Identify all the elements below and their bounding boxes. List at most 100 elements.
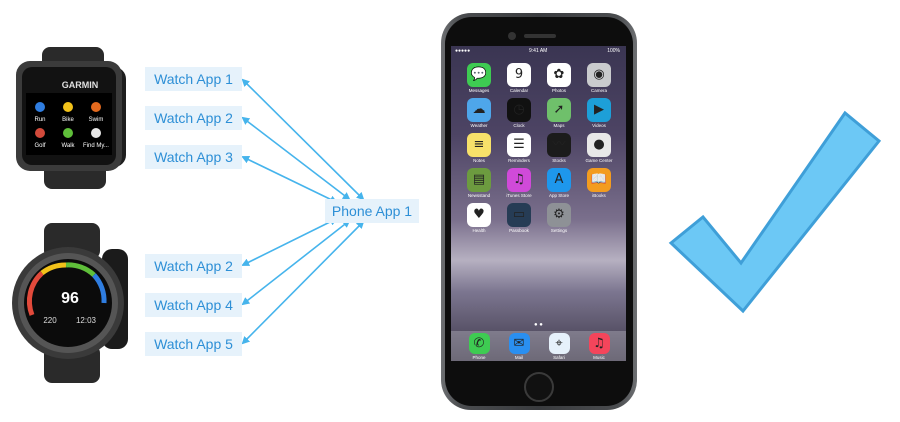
settings-icon: ⚙ xyxy=(547,203,571,227)
app-music[interactable]: ♫Music xyxy=(579,333,619,360)
app-label: Stocks xyxy=(552,158,566,163)
app-label: Mail xyxy=(514,355,524,360)
app-maps[interactable]: ➚Maps xyxy=(539,98,579,128)
app-label: Calendar xyxy=(509,88,529,93)
app-label: iTunes Store xyxy=(506,193,532,198)
app-store-icon: A xyxy=(547,168,571,192)
watch-heart-value: 96 xyxy=(61,290,79,307)
check-mark-icon xyxy=(668,110,882,314)
watch-app-1-label: Watch App 1 xyxy=(145,67,242,91)
app-messages[interactable]: 💬Messages xyxy=(459,63,499,93)
newsstand-icon: ▤ xyxy=(467,168,491,192)
status-battery: 100% xyxy=(607,48,620,54)
app-phone[interactable]: ✆Phone xyxy=(459,333,499,360)
app-label: App Store xyxy=(548,193,569,198)
app-label: Game Center xyxy=(585,158,613,163)
reminders-icon: ☰ xyxy=(507,133,531,157)
watch-app-3-label: Watch App 3 xyxy=(145,145,242,169)
app-game-center[interactable]: ●Game Center xyxy=(579,133,619,163)
app-label: Reminders xyxy=(508,158,530,163)
itunes-icon: ♫ xyxy=(507,168,531,192)
app-stocks[interactable]: 〰Stocks xyxy=(539,133,579,163)
home-button[interactable] xyxy=(524,372,554,402)
app-weather[interactable]: ☁Weather xyxy=(459,98,499,128)
app-label: Safari xyxy=(553,355,565,360)
app-camera[interactable]: ◉Camera xyxy=(579,63,619,93)
watch-left-value: 220 xyxy=(43,316,57,325)
arrow-watch-app-3 xyxy=(241,156,338,203)
arrow-watch-app-4 xyxy=(241,219,351,306)
status-carrier: ●●●●● xyxy=(455,48,471,54)
status-bar: ●●●●● 9:41 AM 100% xyxy=(451,46,626,56)
fenix-watch-bottom: 96 220 12:03 xyxy=(12,223,128,383)
clock-icon: ◷ xyxy=(507,98,531,122)
app-notes[interactable]: ≡Notes xyxy=(459,133,499,163)
app-label: Notes xyxy=(473,158,485,163)
app-settings[interactable]: ⚙Settings xyxy=(539,203,579,233)
watch-app-2-bottom-label: Watch App 2 xyxy=(145,254,242,278)
app-clock[interactable]: ◷Clock xyxy=(499,98,539,128)
app-videos[interactable]: ▶Videos xyxy=(579,98,619,128)
watch-app-5-label: Watch App 5 xyxy=(145,332,242,356)
app-newsstand[interactable]: ▤Newsstand xyxy=(459,168,499,198)
mail-icon: ✉ xyxy=(508,333,530,354)
safari-icon: ⌖ xyxy=(548,333,570,354)
app-photos[interactable]: ✿Photos xyxy=(539,63,579,93)
app-label: Camera xyxy=(590,88,607,93)
dock-row: ✆Phone✉Mail⌖Safari♫Music xyxy=(459,333,619,361)
phone-icon: ✆ xyxy=(468,333,490,354)
app-label: Photos xyxy=(551,88,566,93)
arrow-watch-app-2-top xyxy=(241,116,351,201)
passbook-icon: ▭ xyxy=(507,203,531,227)
app-label: Videos xyxy=(592,123,606,128)
stocks-icon: 〰 xyxy=(547,133,571,157)
watch-right-value: 12:03 xyxy=(76,316,97,325)
app-label: Settings xyxy=(550,228,568,233)
maps-icon: ➚ xyxy=(547,98,571,122)
garmin-watch-top: GARMIN Run Bike Swim Golf Walk Find My..… xyxy=(16,47,126,189)
app-label: Music xyxy=(593,355,605,360)
phone-camera xyxy=(508,32,516,40)
status-time: 9:41 AM xyxy=(529,48,548,54)
app-mail[interactable]: ✉Mail xyxy=(499,333,539,360)
watch-item-find: Find My... xyxy=(83,143,109,149)
watch-item-bike: Bike xyxy=(62,117,74,123)
app-label: Clock xyxy=(513,123,525,128)
game-center-icon: ● xyxy=(587,133,611,157)
arrow-watch-app-5 xyxy=(241,220,365,345)
app-ibooks[interactable]: 📖iBooks xyxy=(579,168,619,198)
phone-speaker xyxy=(524,34,556,38)
watch-item-golf: Golf xyxy=(34,143,45,149)
app-label: Health xyxy=(472,228,486,233)
watch-brand: GARMIN xyxy=(62,80,99,90)
phone-app-1-label: Phone App 1 xyxy=(325,199,419,223)
arrow-watch-app-1 xyxy=(241,78,365,201)
app-itunes[interactable]: ♫iTunes Store xyxy=(499,168,539,198)
app-label: Maps xyxy=(553,123,565,128)
photos-icon: ✿ xyxy=(547,63,571,87)
messages-icon: 💬 xyxy=(467,63,491,87)
app-passbook[interactable]: ▭Passbook xyxy=(499,203,539,233)
app-safari[interactable]: ⌖Safari xyxy=(539,333,579,360)
notes-icon: ≡ xyxy=(467,133,491,157)
watch-app-4-label: Watch App 4 xyxy=(145,293,242,317)
weather-icon: ☁ xyxy=(467,98,491,122)
app-reminders[interactable]: ☰Reminders xyxy=(499,133,539,163)
ibooks-icon: 📖 xyxy=(587,168,611,192)
app-label: iBooks xyxy=(592,193,606,198)
videos-icon: ▶ xyxy=(587,98,611,122)
calendar-icon: 9 xyxy=(507,63,531,87)
app-health[interactable]: ♥Health xyxy=(459,203,499,233)
watch-item-run: Run xyxy=(34,117,45,123)
music-icon: ♫ xyxy=(588,333,610,354)
page-dots: ● ● xyxy=(534,322,543,328)
app-label: Newsstand xyxy=(467,193,491,198)
app-label: Phone xyxy=(472,355,486,360)
watch-item-walk: Walk xyxy=(61,143,75,149)
app-label: Weather xyxy=(470,123,488,128)
